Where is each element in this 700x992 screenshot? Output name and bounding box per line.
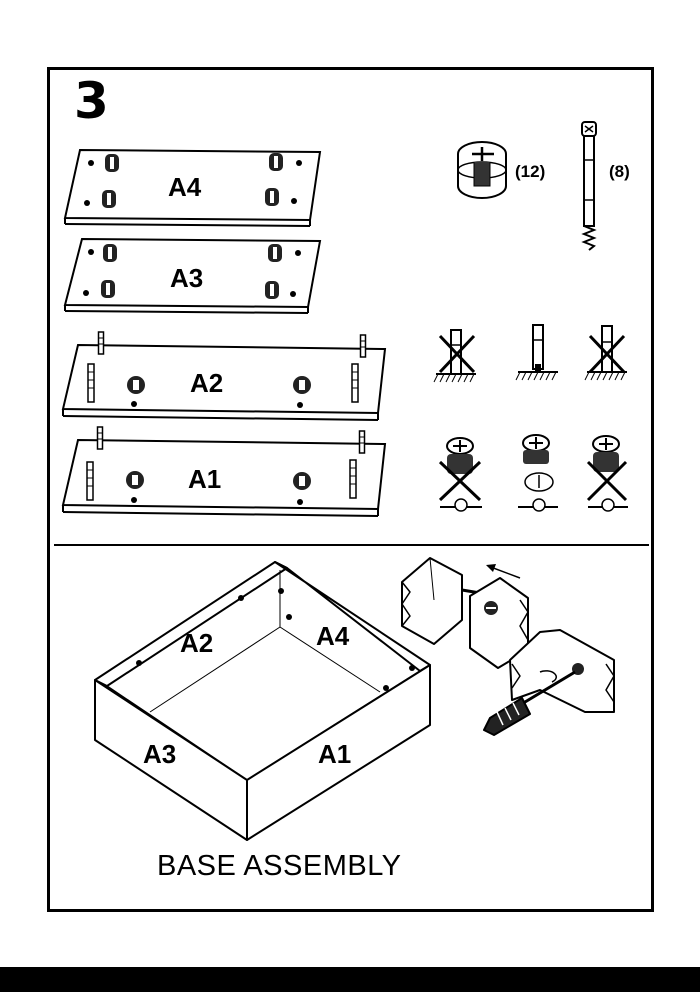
dowel-wrong-left-icon xyxy=(433,329,477,383)
step-number: 3 xyxy=(74,72,109,130)
cam-wrong-left-icon xyxy=(438,437,482,512)
panel-label-a1: A1 xyxy=(188,464,221,494)
cam-lock-icon xyxy=(457,141,507,199)
bottom-bar xyxy=(0,967,700,992)
cam-wrong-right-icon xyxy=(586,435,628,512)
dowel-wrong-right-icon xyxy=(584,325,628,381)
box-label-a1: A1 xyxy=(318,739,351,769)
panel-a1 xyxy=(61,426,387,517)
dowel-quantity: (8) xyxy=(609,162,630,181)
instruction-frame xyxy=(47,67,654,912)
box-label-a2: A2 xyxy=(180,628,213,658)
box-label-a4: A4 xyxy=(316,621,350,651)
box-hole-markers xyxy=(136,588,415,691)
joint-detail-insert xyxy=(401,557,529,669)
panel-label-a2: A2 xyxy=(190,368,223,398)
dowel-correct-icon xyxy=(515,324,559,381)
section-divider xyxy=(54,544,649,546)
dowel-screw-icon xyxy=(581,121,597,251)
panel-label-a3: A3 xyxy=(170,263,203,293)
panel-a2 xyxy=(61,331,387,421)
panel-a3 xyxy=(63,237,322,314)
cam-lock-quantity: (12) xyxy=(515,162,545,181)
cam-correct-icon xyxy=(518,434,558,512)
assembled-base-box xyxy=(94,561,431,841)
box-label-a3: A3 xyxy=(143,739,176,769)
panel-a4 xyxy=(63,148,322,227)
joint-detail-screwdriver xyxy=(483,629,615,736)
panel-label-a4: A4 xyxy=(168,172,202,202)
base-assembly-caption: BASE ASSEMBLY xyxy=(157,850,402,882)
